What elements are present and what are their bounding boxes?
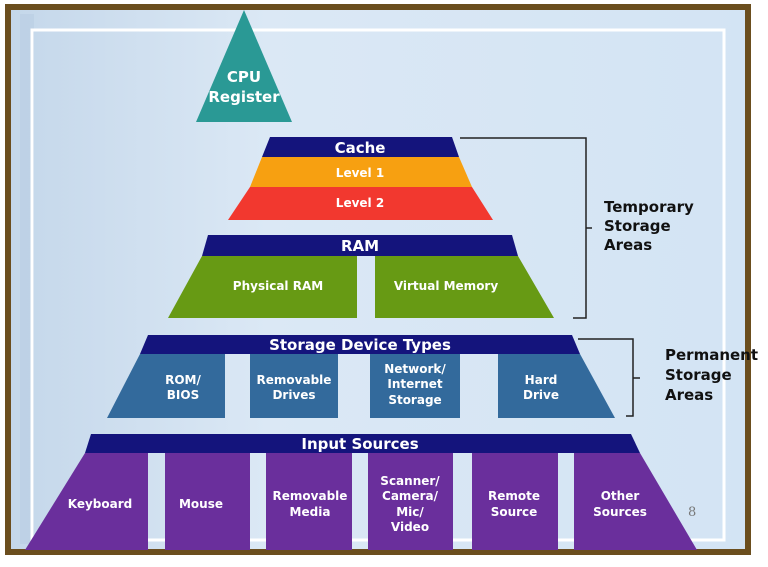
network-label: Network/: [384, 362, 446, 376]
storage-box-rom-bios: [107, 354, 225, 418]
cpu-register-triangle: [196, 10, 292, 122]
permanent-line-2: Storage: [665, 366, 732, 384]
internet-label: Internet: [387, 377, 442, 391]
input-box-keyboard: [25, 453, 148, 550]
bios-label: BIOS: [167, 388, 199, 402]
rom-label: ROM/: [165, 373, 201, 387]
storage-box-hard-drive: [498, 354, 615, 418]
input-title: Input Sources: [301, 435, 418, 453]
scanner-line-2: Camera/: [382, 489, 439, 503]
storage-label: Storage: [388, 393, 441, 407]
register-label: Register: [208, 88, 280, 106]
mouse-label: Mouse: [179, 497, 223, 511]
storage-header: [140, 335, 580, 354]
remote-line-1: Remote: [488, 489, 540, 503]
scanner-line-3: Mic/: [396, 505, 424, 519]
storage-box-network: [370, 354, 460, 418]
cache-header: [262, 137, 459, 157]
scanner-line-1: Scanner/: [380, 474, 440, 488]
level-2-label: Level 2: [336, 196, 384, 210]
temporary-line-3: Areas: [604, 236, 652, 254]
permanent-line-3: Areas: [665, 386, 713, 404]
drives-label: Drives: [272, 388, 315, 402]
cpu-label: CPU: [227, 68, 261, 86]
input-box-other: [574, 453, 697, 550]
temporary-line-1: Temporary: [604, 198, 694, 216]
other-line-1: Other: [601, 489, 640, 503]
temporary-bracket: [460, 137, 592, 319]
input-box-remote: [472, 453, 558, 550]
storage-title: Storage Device Types: [269, 336, 451, 354]
scanner-line-4: Video: [391, 520, 429, 534]
remote-line-2: Source: [491, 505, 538, 519]
physical-ram-box: [168, 256, 357, 318]
virtual-memory-box: [375, 256, 554, 318]
input-box-removable-media: [266, 453, 352, 550]
removable-media-line-1: Removable: [273, 489, 348, 503]
temporary-line-2: Storage: [604, 217, 671, 235]
removable-label: Removable: [257, 373, 332, 387]
page-number: 8: [688, 505, 696, 520]
cache-level-1: [250, 157, 472, 187]
permanent-line-1: Permanent: [665, 346, 758, 364]
drive-label: Drive: [523, 388, 559, 402]
permanent-bracket: [578, 338, 640, 417]
virtual-memory-label: Virtual Memory: [394, 279, 499, 293]
removable-media-line-2: Media: [290, 505, 331, 519]
other-line-2: Sources: [593, 505, 647, 519]
keyboard-label: Keyboard: [68, 497, 133, 511]
cache-level-2: [228, 187, 493, 220]
hard-label: Hard: [525, 373, 558, 387]
input-box-scanner: [368, 453, 453, 550]
level-1-label: Level 1: [336, 166, 384, 180]
physical-ram-label: Physical RAM: [233, 279, 323, 293]
ram-title: RAM: [341, 237, 379, 255]
input-header: [85, 434, 640, 453]
cache-title: Cache: [335, 139, 386, 157]
storage-box-removable-drives: [250, 354, 338, 418]
ram-header: [202, 235, 518, 256]
input-box-mouse: [165, 453, 250, 550]
